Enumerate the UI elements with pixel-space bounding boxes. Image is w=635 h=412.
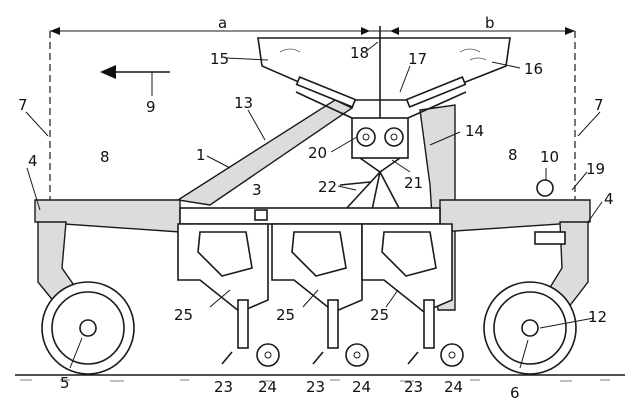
left-wheel-assembly (37, 221, 135, 375)
label-10: 10 (540, 148, 559, 166)
label-3: 3 (252, 181, 262, 199)
label-24-c: 24 (444, 378, 463, 396)
label-12: 12 (588, 308, 607, 326)
label-5: 5 (60, 374, 70, 392)
label-23-a: 23 (214, 378, 233, 396)
label-25-c: 25 (370, 306, 389, 324)
label-25-a: 25 (174, 306, 193, 324)
label-21: 21 (404, 174, 423, 192)
label-23-c: 23 (404, 378, 423, 396)
reference-numerals: a b 15 18 17 16 9 7 7 13 14 1 20 8 8 10 … (18, 14, 614, 402)
press-wheels (221, 299, 464, 367)
label-9: 9 (146, 98, 156, 116)
label-7-right: 7 (594, 96, 604, 114)
label-7-left: 7 (18, 96, 28, 114)
label-dimension-a: a (218, 14, 227, 32)
label-17: 17 (408, 50, 427, 68)
label-25-b: 25 (276, 306, 295, 324)
label-6: 6 (510, 384, 520, 402)
seed-tubes (339, 171, 401, 211)
leader-lines (25, 41, 603, 369)
label-8-right: 8 (508, 146, 518, 164)
label-24-b: 24 (352, 378, 371, 396)
label-8-left: 8 (100, 148, 110, 166)
coulter-bodies (177, 223, 453, 313)
label-14: 14 (465, 122, 484, 140)
label-4-left: 4 (28, 152, 38, 170)
direction-arrow (100, 65, 170, 96)
label-dimension-b: b (485, 14, 495, 32)
label-4-right: 4 (604, 190, 614, 208)
label-22: 22 (318, 178, 337, 196)
label-23-b: 23 (306, 378, 325, 396)
label-1: 1 (196, 146, 206, 164)
main-frame (34, 199, 591, 233)
wheel-axis-lines (49, 31, 576, 210)
label-24-a: 24 (258, 378, 277, 396)
ground-line (15, 374, 625, 382)
label-13: 13 (234, 94, 253, 112)
label-20: 20 (308, 144, 327, 162)
label-16: 16 (524, 60, 543, 78)
dimension-lines (50, 27, 575, 35)
metering-unit (351, 117, 409, 173)
label-18: 18 (350, 44, 369, 62)
right-wheel-assembly (483, 179, 589, 375)
label-15: 15 (210, 50, 229, 68)
label-19: 19 (586, 160, 605, 178)
